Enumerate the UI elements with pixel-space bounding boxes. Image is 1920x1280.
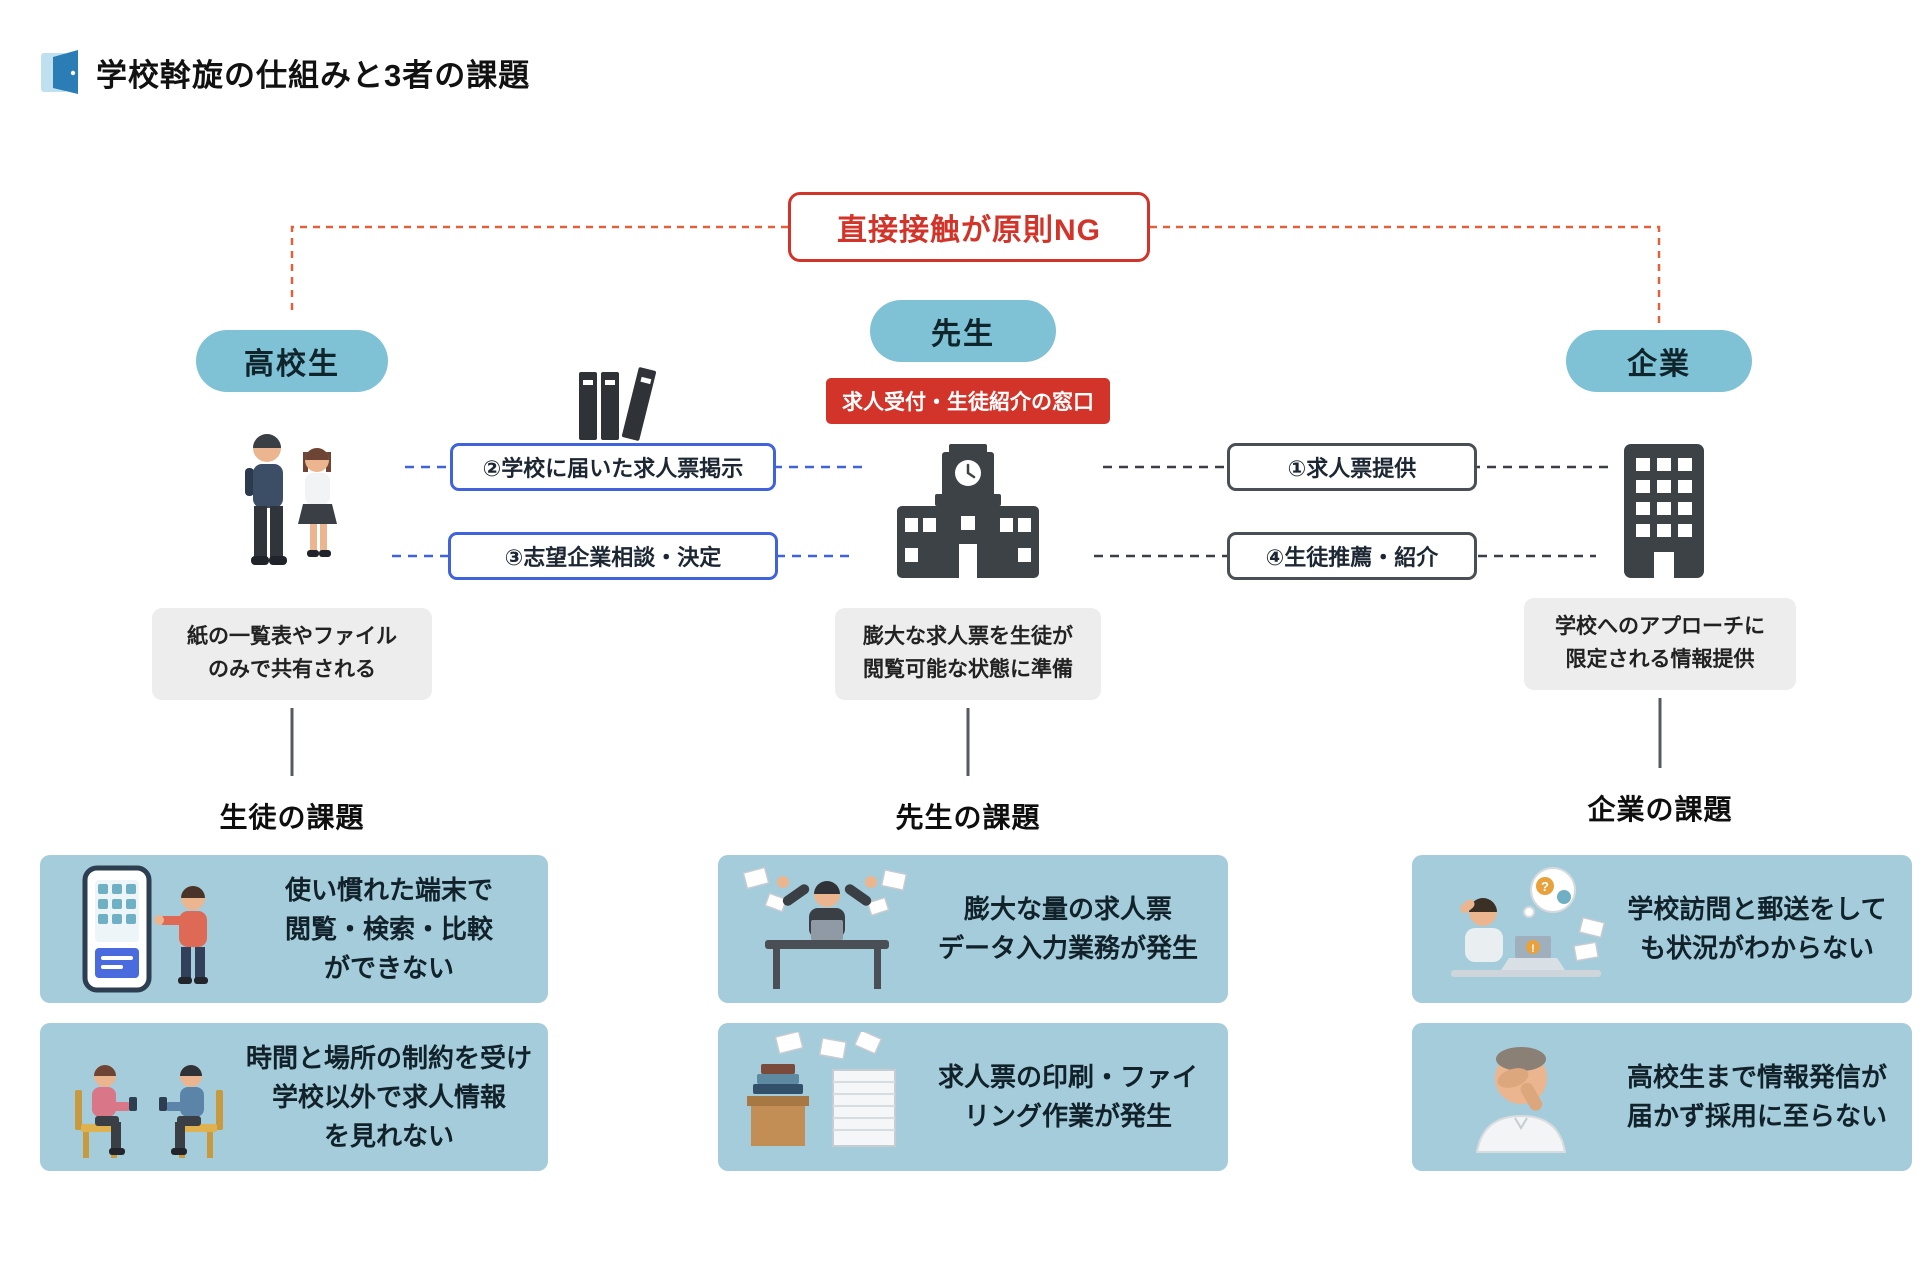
flow4-box: ④生徒推薦・紹介: [1227, 532, 1477, 580]
page-header: 学校斡旋の仕組みと3者の課題: [40, 48, 530, 96]
open-door-icon: [41, 50, 78, 94]
page-title: 学校斡旋の仕組みと3者の課題: [96, 57, 531, 93]
company-building-icon: [1624, 444, 1704, 578]
card-text: 学校訪問と郵送をして も状況がわからない: [1627, 894, 1887, 963]
confused-recruiter-illustration: ? !: [1426, 864, 1616, 994]
student-note: 紙の一覧表やファイル のみで共有される: [152, 608, 432, 700]
stressed-teacher-illustration: [732, 864, 922, 994]
svg-text:?: ?: [1541, 879, 1549, 894]
card-text: 高校生まで情報発信が 届かず採用に至らない: [1626, 1062, 1887, 1131]
entity-company-pill: 企業: [1566, 330, 1752, 392]
teacher-challenge-card-1: 膨大な量の求人票 データ入力業務が発生: [718, 855, 1228, 1003]
student-challenge-title: 生徒の課題: [219, 802, 365, 833]
ng-connector-student: [290, 225, 788, 312]
flow3-box: ③志望企業相談・決定: [448, 532, 778, 580]
paper-stacks-illustration: [732, 1032, 922, 1162]
phone-browsing-illustration: [54, 864, 244, 994]
company-challenge-card-1: ? ! 学校訪問と郵送をして も状況がわからない: [1412, 855, 1912, 1003]
card-text: 時間と場所の制約を受け 学校以外で求人情報 を見れない: [245, 1042, 532, 1151]
company-challenge-title: 企業の課題: [1587, 794, 1733, 825]
company-note: 学校へのアプローチに 限定される情報提供: [1524, 598, 1796, 690]
student-challenge-card-1: 使い慣れた端末で 閲覧・検索・比較 ができない: [40, 855, 548, 1003]
card-text: 使い慣れた端末で 閲覧・検索・比較 ができない: [284, 874, 493, 983]
school-building-icon: [897, 444, 1039, 578]
books-icon: [579, 367, 657, 441]
flow1-box: ①求人票提供: [1227, 443, 1477, 491]
svg-text:!: !: [1531, 943, 1535, 955]
teacher-note: 膨大な求人票を生徒が 閲覧可能な状態に準備: [835, 608, 1101, 700]
entity-student-pill: 高校生: [196, 330, 388, 392]
facepalm-person-illustration: [1426, 1032, 1616, 1162]
teacher-window-tag: 求人受付・生徒紹介の窓口: [826, 378, 1110, 424]
student-challenge-card-2: 時間と場所の制約を受け 学校以外で求人情報 を見れない: [40, 1023, 548, 1171]
teacher-challenge-title: 先生の課題: [895, 802, 1041, 833]
ng-connector-company: [1150, 225, 1661, 324]
card-text: 膨大な量の求人票 データ入力業務が発生: [937, 894, 1198, 963]
entity-teacher-pill: 先生: [870, 300, 1056, 362]
flow2-box: ②学校に届いた求人票掲示: [450, 443, 776, 491]
teacher-challenge-card-2: 求人票の印刷・ファイ リング作業が発生: [718, 1023, 1228, 1171]
ng-banner: 直接接触が原則NG: [788, 192, 1150, 262]
company-challenge-card-2: 高校生まで情報発信が 届かず採用に至らない: [1412, 1023, 1912, 1171]
card-text: 求人票の印刷・ファイ リング作業が発生: [937, 1062, 1198, 1131]
seated-students-illustration: [54, 1032, 244, 1162]
students-illustration: [245, 434, 337, 565]
